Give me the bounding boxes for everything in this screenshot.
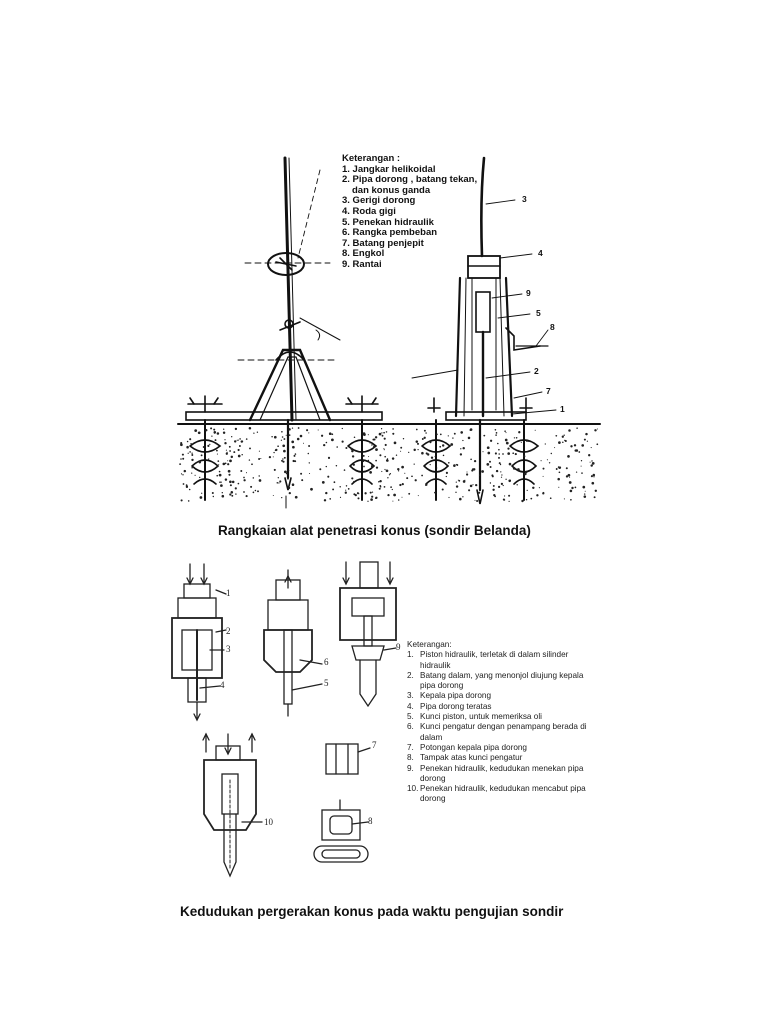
figure1-legend: Keterangan : 1. Jangkar helikoidal 2. Pi… xyxy=(342,153,478,271)
figure1-caption: Rangkaian alat penetrasi konus (sondir B… xyxy=(218,523,531,538)
legend-item: 5.Kunci piston, untuk memeriksa oli xyxy=(407,712,542,722)
callout-8: 8 xyxy=(550,322,555,332)
callout-1: 1 xyxy=(560,404,565,414)
figure2-legend: Keterangan: 1.Piston hidraulik, terletak… xyxy=(407,640,589,805)
legend-item: 8. Engkol xyxy=(342,248,385,260)
legend-item: 10.Penekan hidraulik, kedudukan mencabut… xyxy=(407,784,586,804)
callout-3: 3 xyxy=(226,644,231,654)
callout-2: 2 xyxy=(226,626,231,636)
callout-4: 4 xyxy=(538,248,543,258)
callout-3: 3 xyxy=(522,194,527,204)
legend-item: 6. Rangka pembeban xyxy=(342,227,438,239)
legend-item: dan konus ganda xyxy=(352,184,431,196)
legend-item: 2. Pipa dorong , batang tekan, xyxy=(342,174,478,186)
legend-item: 3. Gerigi dorong xyxy=(342,195,416,207)
callout-4: 4 xyxy=(220,680,225,690)
callout-7: 7 xyxy=(372,740,377,750)
legend-item: 1.Piston hidraulik, terletak di dalam si… xyxy=(407,650,569,670)
legend-item: 4. Roda gigi xyxy=(342,205,396,217)
legend-item: 8.Tampak atas kunci pengatur xyxy=(407,753,523,763)
callout-7: 7 xyxy=(546,386,551,396)
legend-item: 7.Potongan kepala pipa dorong xyxy=(407,742,527,752)
callout-8: 8 xyxy=(368,816,373,826)
callout-9: 9 xyxy=(526,288,531,298)
callout-1: 1 xyxy=(226,588,231,598)
callout-2: 2 xyxy=(534,366,539,376)
legend-item: 9. Rantai xyxy=(342,258,382,270)
legend-item: 2.Batang dalam, yang menonjol diujung ke… xyxy=(407,670,584,691)
callout-5: 5 xyxy=(536,308,541,318)
figure2-caption: Kedudukan pergerakan konus pada waktu pe… xyxy=(180,904,564,919)
legend-item: 9.Penekan hidraulik, kedudukan menekan p… xyxy=(407,763,584,783)
legend-item: 4.Pipa dorong teratas xyxy=(407,701,492,711)
callout-9: 9 xyxy=(396,642,401,652)
legend-item: 7. Batang penjepit xyxy=(342,237,424,249)
legend-item: 1. Jangkar helikoidal xyxy=(342,163,436,175)
callout-10: 10 xyxy=(264,817,274,827)
callout-6: 6 xyxy=(324,657,329,667)
legend-item: 6.Kunci pengatur dengan penampang berada… xyxy=(407,722,587,742)
legend-item: 3.Kepala pipa dorong xyxy=(407,691,492,701)
legend-title: Keterangan : xyxy=(342,153,401,164)
legend-title: Keterangan: xyxy=(407,640,452,649)
callout-5: 5 xyxy=(324,678,329,688)
legend-item: 5. Penekan hidraulik xyxy=(342,216,434,228)
